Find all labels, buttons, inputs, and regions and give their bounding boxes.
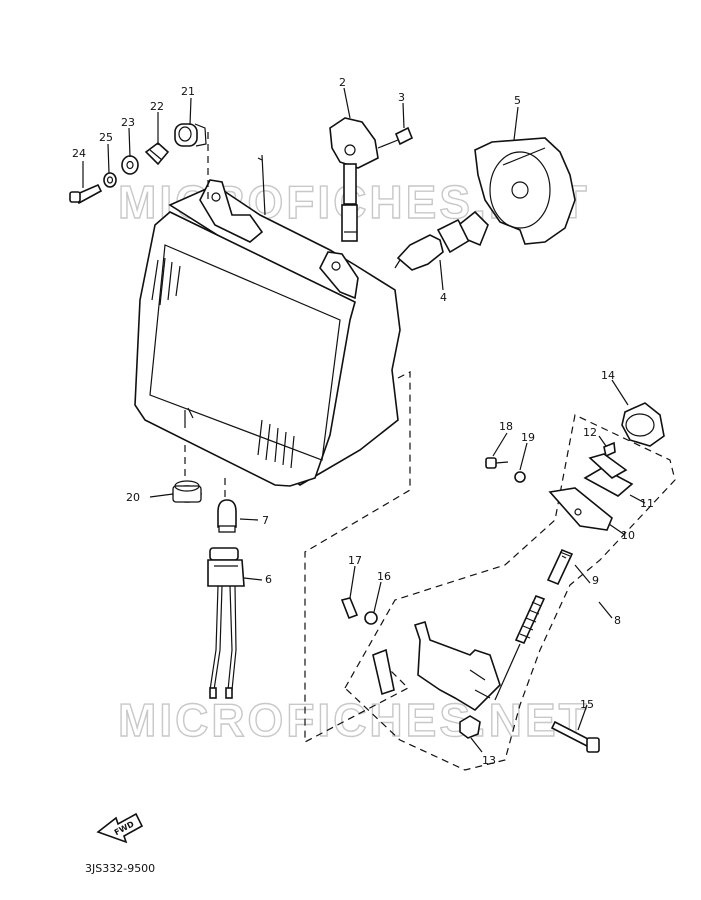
callout-25: 25 [99, 131, 113, 144]
washer-25 [103, 172, 117, 188]
grommet-20 [172, 480, 202, 503]
callout-15: 15 [580, 698, 594, 711]
callout-3: 3 [398, 91, 405, 104]
bolt-24 [69, 183, 103, 205]
callout-23: 23 [121, 116, 135, 129]
callout-2: 2 [339, 76, 346, 89]
adjuster-assembly-outline [344, 414, 676, 771]
grommet-21 [174, 123, 207, 147]
spring-9 [546, 548, 574, 586]
diagram-code: 3JS332-9500 [85, 862, 155, 875]
adjuster-bracket [413, 620, 501, 712]
forward-arrow-icon: FWD [96, 812, 144, 844]
washer-16 [364, 611, 378, 625]
headlight-unit [134, 154, 401, 487]
leader-lines [82, 87, 646, 753]
callout-4: 4 [440, 291, 447, 304]
callout-21: 21 [181, 85, 195, 98]
adjuster-plates [548, 453, 634, 531]
callout-16: 16 [377, 570, 391, 583]
adjuster-screw [494, 594, 546, 701]
callout-13: 13 [482, 754, 496, 767]
clip-17 [340, 597, 359, 620]
callout-17: 17 [348, 554, 362, 567]
callout-6: 6 [265, 573, 272, 586]
headlight-bulb [394, 210, 489, 271]
adjuster-knob [621, 402, 665, 447]
screw-3 [377, 126, 414, 149]
callout-11: 11 [640, 497, 654, 510]
collar-22 [144, 141, 170, 166]
clip-12 [603, 441, 616, 458]
callout-20: 20 [126, 491, 140, 504]
bulb-cover [474, 137, 576, 245]
callout-24: 24 [72, 147, 86, 160]
callout-5: 5 [514, 94, 521, 107]
position-bulb [217, 499, 237, 533]
callout-14: 14 [601, 369, 615, 382]
callout-12: 12 [583, 426, 597, 439]
callout-19: 19 [521, 431, 535, 444]
callout-9: 9 [592, 574, 599, 587]
callout-8: 8 [614, 614, 621, 627]
bulb-socket [329, 117, 379, 242]
callout-22: 22 [150, 100, 164, 113]
bolt-15 [550, 720, 600, 753]
spacer [372, 648, 395, 696]
washer-23 [121, 155, 139, 175]
socket-cord-assy [207, 547, 245, 699]
washer-19 [514, 471, 526, 483]
callout-10: 10 [621, 529, 635, 542]
screw-18 [485, 457, 509, 469]
guide-bracket [304, 371, 411, 743]
nut-13 [459, 715, 481, 739]
watermark-bottom: MICROFICHES.NET [118, 694, 590, 746]
callout-18: 18 [499, 420, 513, 433]
callout-7: 7 [262, 514, 269, 527]
